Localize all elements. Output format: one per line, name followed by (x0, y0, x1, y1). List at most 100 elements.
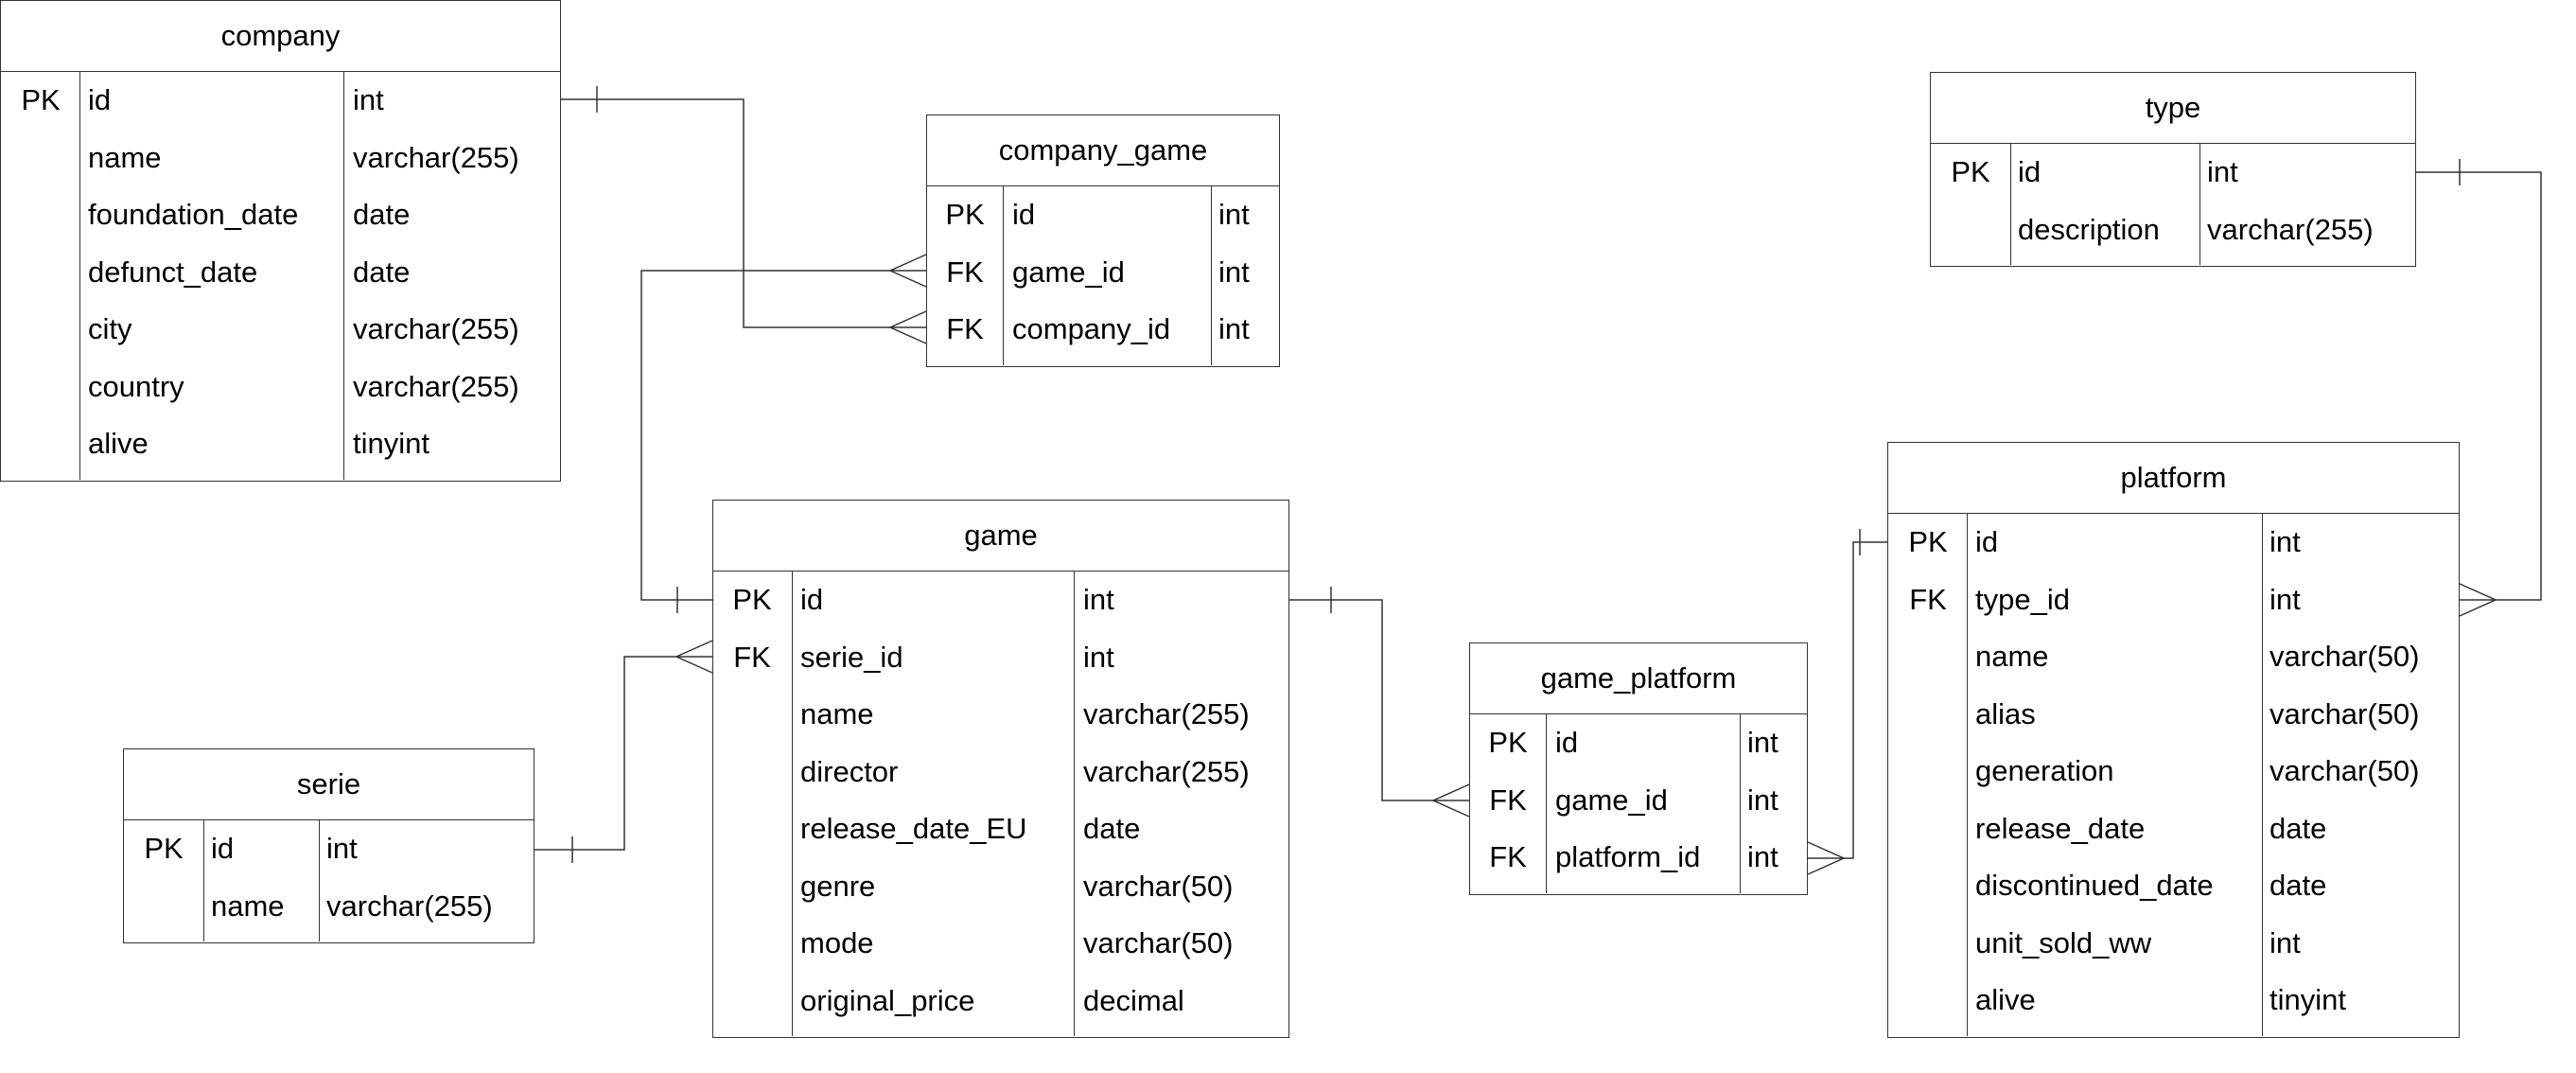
key-cell (20, 244, 61, 302)
field-name: mode (800, 926, 874, 959)
relationship-line (1808, 541, 1887, 859)
column-divider (1003, 186, 1004, 365)
field-type: tinyint (353, 427, 429, 460)
table-title: platform (1888, 443, 2459, 514)
field-type: varchar(255) (2207, 212, 2374, 246)
column-divider (2010, 144, 2011, 265)
field-type: date (2269, 869, 2327, 902)
key-cell (1907, 628, 1949, 686)
field-name: game_id (1555, 783, 1668, 817)
field-type: int (2207, 155, 2238, 188)
column-divider (792, 572, 793, 1036)
field-name: alive (1975, 983, 2036, 1016)
field-type: decimal (1083, 983, 1184, 1017)
table-title: game_platform (1470, 643, 1807, 714)
key-cell (731, 858, 773, 916)
field-type: tinyint (2269, 983, 2346, 1016)
field-type: int (1218, 312, 1250, 345)
table-row: PK id int (1, 72, 560, 130)
key-cell (731, 973, 773, 1030)
key-cell (1907, 800, 1949, 858)
field-type: date (353, 255, 411, 289)
column-divider (1740, 714, 1741, 893)
field-name: id (800, 583, 824, 616)
key-cell (731, 915, 773, 973)
field-type: int (1218, 198, 1250, 231)
field-type: varchar(255) (326, 888, 493, 923)
key-cell (143, 878, 184, 936)
field-type: varchar(255) (353, 140, 519, 174)
field-name: director (800, 754, 899, 788)
field-type: varchar(50) (2269, 696, 2420, 730)
field-name: foundation_date (88, 198, 299, 231)
many-end-marker (888, 254, 927, 288)
field-type: varchar(255) (1083, 697, 1250, 730)
field-type: int (353, 83, 384, 116)
field-name: name (800, 697, 874, 730)
column-divider (2262, 514, 2263, 1036)
many-end-marker (2459, 583, 2497, 617)
column-divider (2199, 144, 2200, 265)
table-title: company_game (927, 115, 1279, 186)
field-name: alias (1975, 696, 2036, 730)
field-name: name (211, 888, 285, 923)
field-type: int (1218, 255, 1250, 289)
table-row: name varchar(255) (124, 878, 534, 936)
key-cell: PK (21, 83, 61, 116)
key-cell: FK (1489, 783, 1527, 817)
field-name: id (211, 832, 235, 865)
column-divider (1967, 514, 1968, 1036)
key-cell: FK (1489, 840, 1527, 873)
field-name: id (2018, 155, 2042, 188)
key-cell (731, 686, 773, 744)
key-cell (1907, 915, 1949, 973)
key-cell: FK (946, 255, 984, 289)
field-name: alive (88, 427, 149, 460)
table-title: game (713, 501, 1288, 572)
field-type: int (2269, 525, 2301, 558)
many-end-marker (888, 310, 927, 344)
table-row: alias varchar(50) (1888, 686, 2459, 744)
field-type: varchar(50) (2269, 640, 2420, 673)
field-name: platform_id (1555, 840, 1701, 873)
column-divider (1074, 572, 1075, 1036)
column-divider (319, 820, 320, 941)
field-name: defunct_date (88, 255, 258, 289)
field-type: date (1083, 812, 1141, 845)
column-divider (79, 72, 80, 480)
key-cell (731, 800, 773, 858)
key-cell (1907, 972, 1949, 1029)
key-cell: PK (945, 198, 985, 231)
field-name: id (1975, 525, 1999, 558)
key-cell (1907, 743, 1949, 800)
field-name: generation (1975, 754, 2114, 787)
relationship-line (534, 656, 712, 851)
key-cell (20, 130, 61, 187)
field-name: type_id (1975, 582, 2070, 616)
field-name: id (88, 83, 112, 116)
field-name: genre (800, 869, 876, 903)
